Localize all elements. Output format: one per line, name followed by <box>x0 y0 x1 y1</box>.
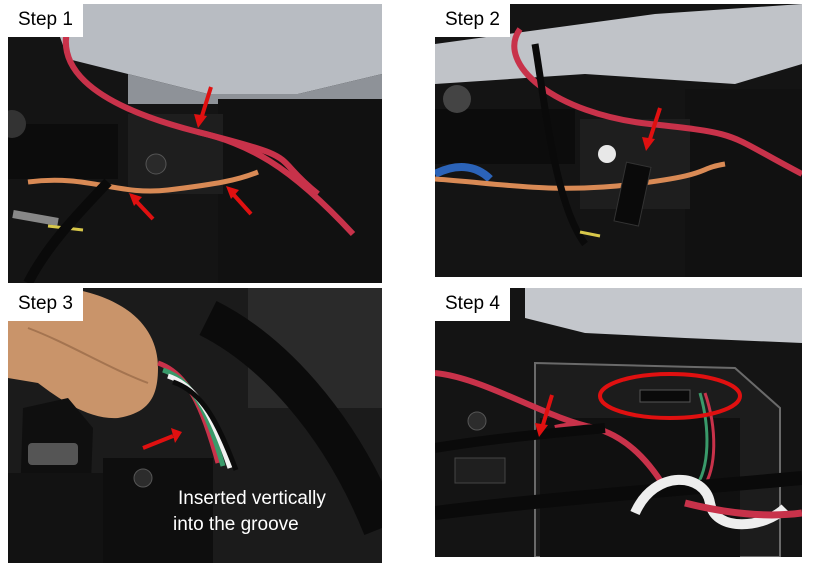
arrow-icon <box>142 428 182 450</box>
arrow-icon <box>535 394 554 437</box>
arrow-icon <box>226 186 253 216</box>
arrow-icon <box>129 193 155 221</box>
caption-line: Inserted vertically <box>178 488 326 509</box>
caption-line: into the groove <box>173 514 299 535</box>
step-label: Step 4 <box>435 288 510 321</box>
step-label: Step 1 <box>8 4 83 37</box>
arrow-icon <box>194 86 213 128</box>
step-3-caption: Inserted vertically into the groove <box>173 486 326 538</box>
highlight-ellipse <box>598 372 742 420</box>
step-4-scene <box>435 288 802 557</box>
step-label: Step 2 <box>435 4 510 37</box>
step-1-photo: Step 1 <box>8 4 382 283</box>
step-1-scene <box>8 4 382 283</box>
step-3-scene <box>8 288 382 563</box>
step-2-scene <box>435 4 802 277</box>
arrow-icon <box>642 107 662 151</box>
step-label: Step 3 <box>8 288 83 321</box>
step-4-photo: Step 4 <box>435 288 802 557</box>
step-2-photo: Step 2 <box>435 4 802 277</box>
step-3-photo: Step 3 Inserted vertically into the groo… <box>8 288 382 563</box>
